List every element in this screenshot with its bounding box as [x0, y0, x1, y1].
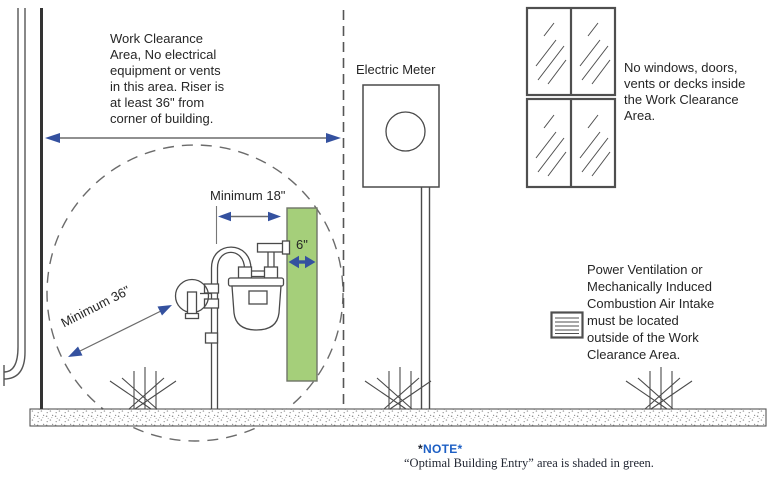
electric-meter-dial — [385, 111, 426, 152]
min36-dimension-arrow — [68, 305, 172, 357]
clearance-width-arrow — [45, 133, 341, 143]
note-star: * — [418, 442, 423, 456]
ground — [29, 408, 767, 427]
regulator — [174, 278, 212, 320]
window-glass-hatch — [535, 22, 611, 177]
grass-icon — [109, 366, 177, 410]
grass-icon — [625, 366, 693, 410]
window-icon — [525, 6, 617, 189]
six-inch-label: 6" — [296, 237, 308, 252]
electric-meter-box — [362, 84, 440, 188]
note-body: “Optimal Building Entry” area is shaded … — [404, 456, 654, 470]
window-note: No windows, doors, vents or decks inside… — [624, 60, 746, 123]
six-inch-dimension-arrow — [288, 255, 316, 269]
gas-meter-manifold — [237, 240, 291, 279]
optimal-entry-zone — [286, 207, 318, 382]
gas-meter-body — [227, 277, 285, 331]
downspout-pipe — [3, 8, 26, 386]
electric-meter — [362, 84, 440, 409]
work-clearance-note: Work Clearance Area, No electrical equip… — [110, 31, 225, 126]
min18-dimension-arrow — [215, 206, 281, 244]
vent-note: Power Ventilation or Mechanically Induce… — [587, 262, 715, 362]
note-word: NOTE* — [422, 442, 463, 456]
electric-meter-label: Electric Meter — [356, 62, 436, 77]
vent-icon — [550, 311, 584, 339]
note-heading: *NOTE* — [418, 442, 463, 456]
gas-meter-assembly — [174, 240, 291, 409]
min18-label: Minimum 18" — [210, 188, 286, 203]
work-clearance-circle — [46, 144, 344, 442]
